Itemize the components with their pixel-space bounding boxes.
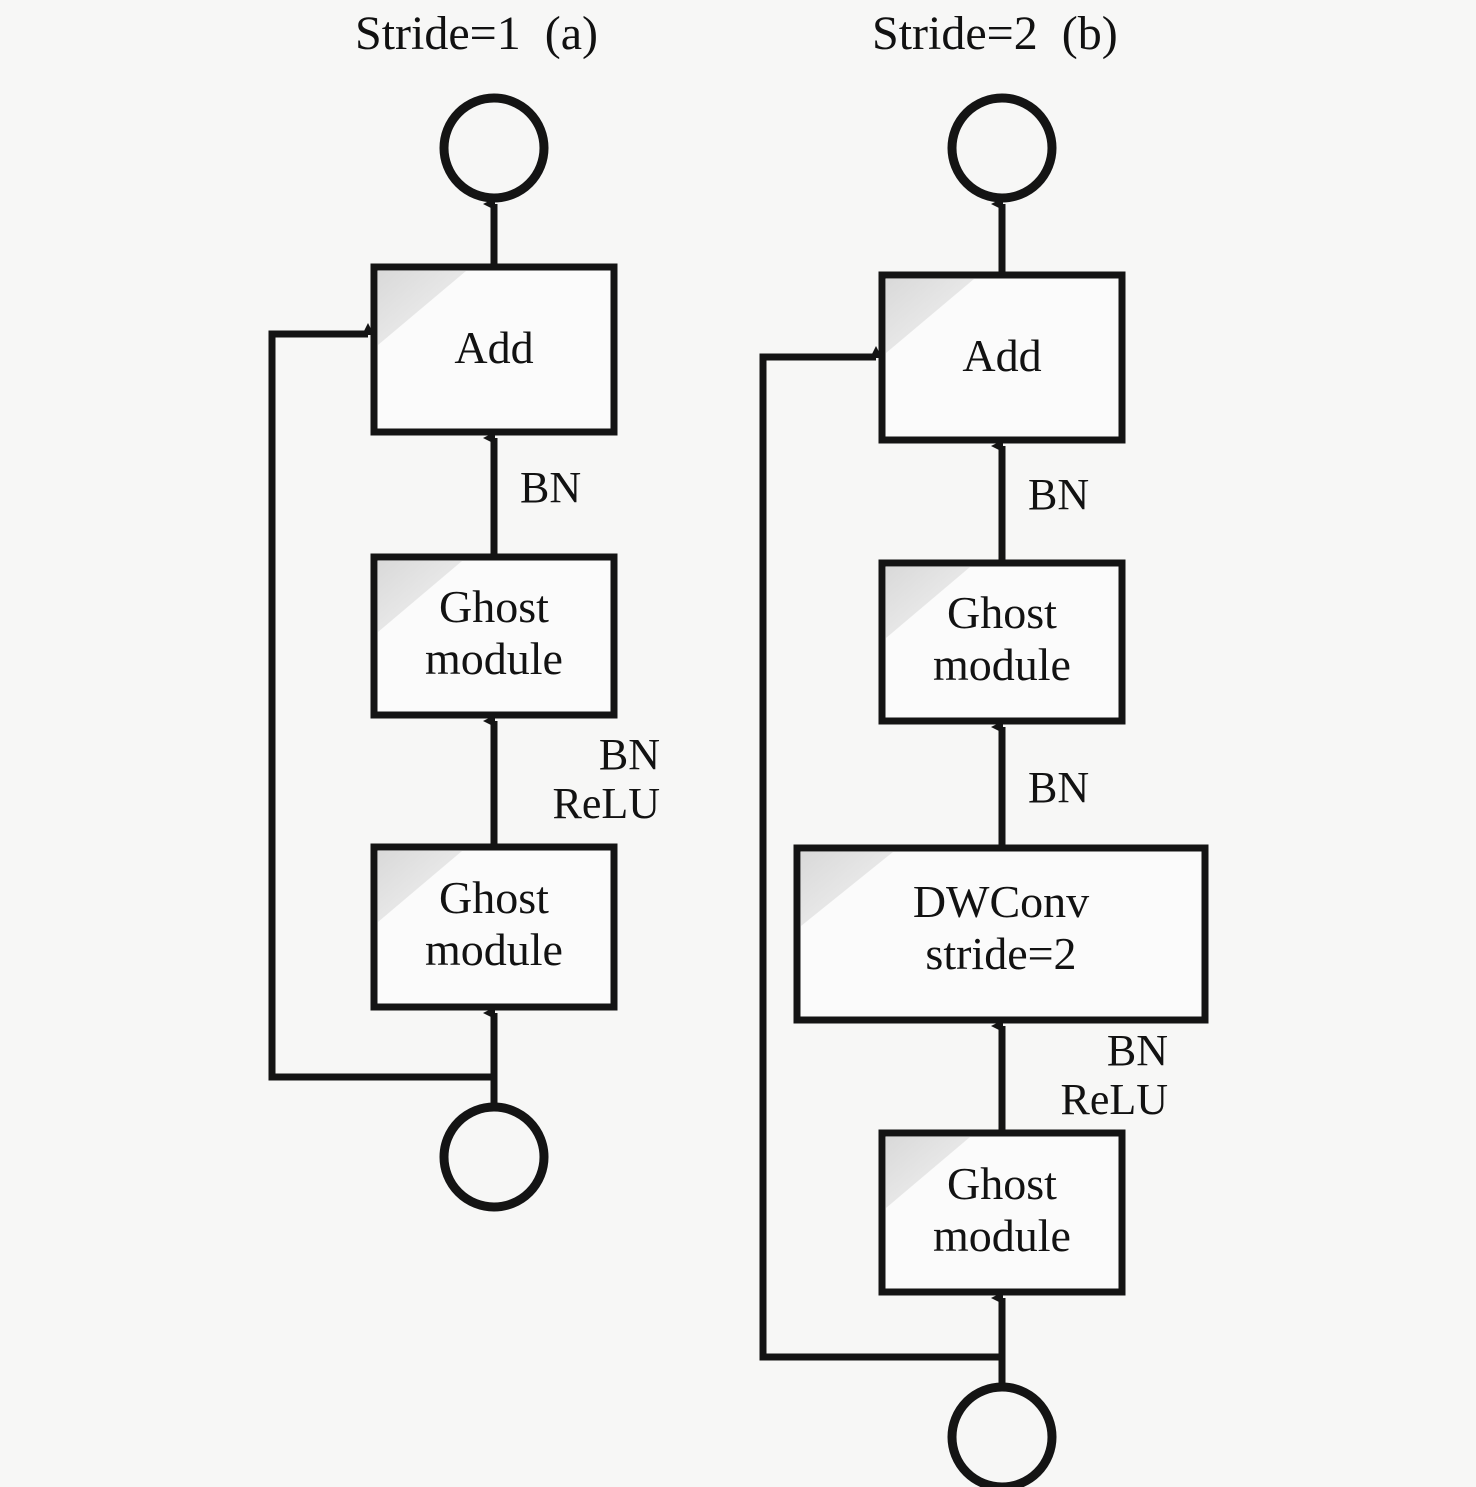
panel-a-box-add	[370, 263, 618, 436]
panel-a-box-ghost-upper	[370, 553, 618, 719]
panel-b-skip-connection	[759, 346, 1002, 1361]
panel-a-skip-connection	[268, 323, 494, 1081]
panel-b-output-circle	[947, 93, 1057, 203]
panel-a-input-circle	[439, 1102, 549, 1212]
panel-b-box-ghost-lower	[878, 1129, 1126, 1296]
panel-a-output-circle	[439, 93, 549, 203]
panel-a-box-ghost-lower	[370, 843, 618, 1011]
panel-a-edge-label-bn-top: BN	[520, 463, 582, 512]
panel-b-box-dwconv	[793, 844, 1209, 1024]
panel-b-title: Stride=2 (b)	[872, 7, 1118, 60]
panel-b-edge-label-bn-mid: BN	[1028, 763, 1090, 812]
panel-b-input-circle	[947, 1382, 1057, 1487]
panel-a-title: Stride=1 (a)	[355, 7, 598, 60]
panel-b-box-add	[878, 271, 1126, 444]
panel-b-edge-label-bn-relu: BN ReLU	[1060, 1026, 1168, 1125]
panel-b-box-ghost-upper	[878, 559, 1126, 725]
panel-b-edge-label-bn-top: BN	[1028, 470, 1090, 519]
panel-a-edge-label-bn-relu: BN ReLU	[552, 730, 660, 829]
